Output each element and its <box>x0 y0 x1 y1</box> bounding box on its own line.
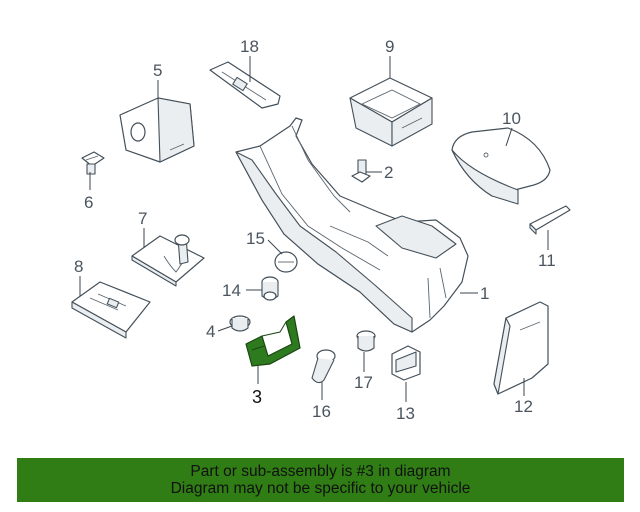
part-6-bolt <box>81 151 105 175</box>
part-18-bracket <box>209 61 281 109</box>
part-5-box-cover <box>119 97 195 163</box>
callout-12: 12 <box>514 397 533 416</box>
part-9-storage-tray <box>349 77 433 147</box>
part-3-bracket-highlighted <box>245 315 301 367</box>
callout-labels: 18 5 9 10 6 2 1 11 7 15 14 8 4 3 16 17 1… <box>74 37 556 423</box>
banner-line-2: Diagram may not be specific to your vehi… <box>170 480 471 497</box>
part-1-center-console <box>235 117 469 333</box>
callout-4: 4 <box>206 322 215 341</box>
callout-2: 2 <box>384 163 393 182</box>
part-17-plug <box>356 330 376 352</box>
callout-10: 10 <box>502 109 521 128</box>
info-banner: Part or sub-assembly is #3 in diagram Di… <box>17 458 624 502</box>
part-2-screw <box>351 159 371 183</box>
callout-6: 6 <box>84 193 93 212</box>
part-11-clip-strip <box>529 205 571 235</box>
part-4-bushing <box>229 315 251 332</box>
callout-5: 5 <box>153 61 162 80</box>
callout-9: 9 <box>385 37 394 56</box>
callout-18: 18 <box>240 37 259 56</box>
parts-diagram: 18 5 9 10 6 2 1 11 7 15 14 8 4 3 16 17 1… <box>71 37 571 423</box>
part-15-cap <box>274 251 298 273</box>
callout-15: 15 <box>246 229 265 248</box>
part-14-socket <box>261 276 279 301</box>
banner-line-1: Part or sub-assembly is #3 in diagram <box>190 463 451 480</box>
part-12-side-panel <box>493 301 549 395</box>
part-7-shift-boot <box>131 234 205 287</box>
callout-16: 16 <box>312 402 331 421</box>
callout-17: 17 <box>354 373 373 392</box>
callout-3-highlighted: 3 <box>252 387 262 407</box>
callout-7: 7 <box>138 209 147 228</box>
callout-13: 13 <box>396 404 415 423</box>
part-8-shifter-plate <box>71 281 151 339</box>
part-10-armrest-lid <box>451 127 551 205</box>
callout-1: 1 <box>480 284 489 303</box>
part-13-switch <box>391 345 421 381</box>
callout-8: 8 <box>74 257 83 276</box>
callout-14: 14 <box>222 281 241 300</box>
callout-11: 11 <box>538 251 556 270</box>
part-16-lighter <box>311 349 336 384</box>
leader-lines <box>79 56 549 402</box>
